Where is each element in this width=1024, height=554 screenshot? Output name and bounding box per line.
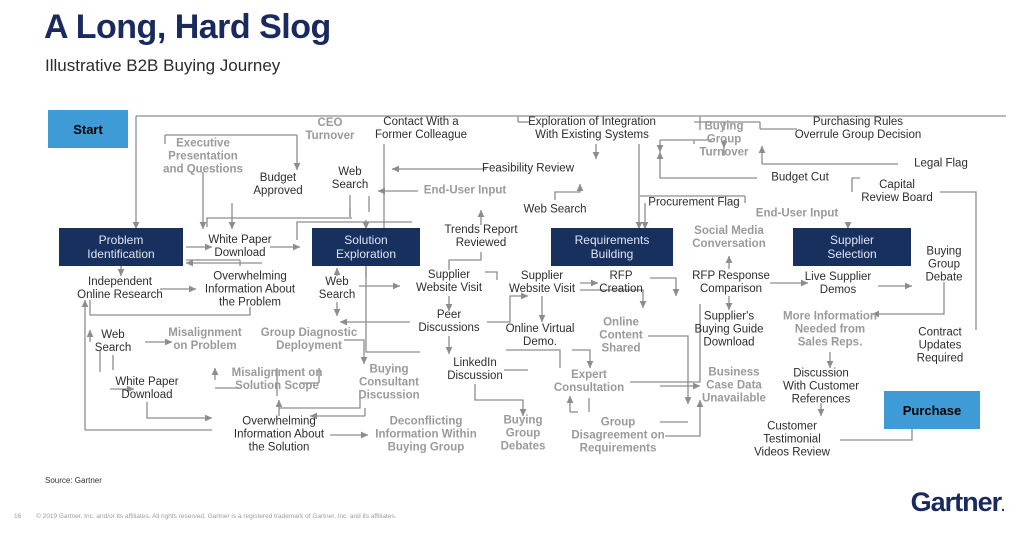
node-budget-approved: Budget Approved <box>253 172 303 197</box>
node-discussion-customer-references: Discussion With Customer References <box>782 367 860 406</box>
node-web-search-bottom-left: Web Search <box>94 329 132 354</box>
node-web-search-top: Web Search <box>331 166 369 191</box>
node-overwhelming-info-problem: Overwhelming Information About the Probl… <box>204 270 296 309</box>
node-ceo-turnover: CEO Turnover <box>305 117 355 142</box>
page-title: A Long, Hard Slog <box>44 8 331 46</box>
node-purchasing-rules-overrule: Purchasing Rules Overrule Group Decision <box>794 116 922 141</box>
page-subtitle: Illustrative B2B Buying Journey <box>45 56 281 75</box>
copyright-notice: © 2019 Gartner, Inc. and/or its affiliat… <box>36 513 397 520</box>
node-exploration-integration: Exploration of Integration With Existing… <box>528 116 656 141</box>
stage-problem-identification[interactable]: Problem Identification <box>59 228 183 266</box>
source-note: Source: Gartner <box>45 476 102 485</box>
node-end-user-input-right: End-User Input <box>755 207 839 220</box>
node-business-case-data-unavailable: Business Case Data Unavailable <box>702 366 766 405</box>
gartner-logo-text: Gartner <box>910 487 1003 517</box>
node-rfp-creation: RFP Creation <box>599 270 643 295</box>
node-buying-group-turnover: Buying Group Turnover <box>699 120 749 159</box>
node-feasibility-review: Feasibility Review <box>481 162 575 175</box>
node-online-virtual-demo: Online Virtual Demo. <box>505 323 575 348</box>
node-buying-consultant-discussion: Buying Consultant Discussion <box>358 363 420 402</box>
node-contract-updates-required: Contract Updates Required <box>916 326 964 365</box>
connector-lines <box>81 115 1006 441</box>
node-rfp-response-comparison: RFP Response Comparison <box>692 270 770 295</box>
node-web-search-se-left: Web Search <box>318 276 356 301</box>
node-legal-flag: Legal Flag <box>914 157 968 170</box>
gartner-logo: Gartner. <box>910 487 1005 518</box>
node-expert-consultation: Expert Consultation <box>553 369 625 394</box>
endpoint-start[interactable]: Start <box>48 110 128 148</box>
node-supplier-website-visit-2: Supplier Website Visit <box>508 270 576 295</box>
node-linkedin-discussion: LinkedIn Discussion <box>447 357 503 382</box>
node-contact-former-colleague: Contact With a Former Colleague <box>374 116 468 141</box>
node-independent-online-research: Independent Online Research <box>77 276 163 301</box>
node-buying-group-debate: Buying Group Debate <box>925 245 963 284</box>
node-executive-presentation: Executive Presentation and Questions <box>163 137 243 176</box>
node-misalignment-solution-scope: Misalignment on Solution Scope <box>231 367 323 392</box>
node-web-search-mid-top: Web Search <box>523 203 587 216</box>
node-group-disagreement-requirements: Group Disagreement on Requirements <box>571 416 665 455</box>
node-customer-testimonial-videos: Customer Testimonial Videos Review <box>754 420 830 459</box>
node-supplier-website-visit-1: Supplier Website Visit <box>415 269 483 294</box>
node-procurement-flag: Procurement Flag <box>648 196 740 209</box>
node-trends-report-reviewed: Trends Report Reviewed <box>444 224 518 249</box>
node-more-information-needed: More Information Needed from Sales Reps. <box>783 310 877 349</box>
node-online-content-shared: Online Content Shared <box>599 316 643 355</box>
journey-diagram: Start Purchase Problem Identification So… <box>0 100 1024 472</box>
endpoint-purchase[interactable]: Purchase <box>884 391 980 429</box>
stage-solution-exploration[interactable]: Solution Exploration <box>312 228 420 266</box>
node-buying-group-debates: Buying Group Debates <box>500 414 546 453</box>
node-misalignment-on-problem: Misalignment on Problem <box>168 327 242 352</box>
node-overwhelming-info-solution: Overwhelming Information About the Solut… <box>233 415 325 454</box>
node-budget-cut: Budget Cut <box>771 171 829 184</box>
stage-supplier-selection[interactable]: Supplier Selection <box>793 228 911 266</box>
stage-requirements-building[interactable]: Requirements Building <box>551 228 673 266</box>
node-deconflicting-information: Deconflicting Information Within Buying … <box>375 415 477 454</box>
node-group-diagnostic-deployment: Group Diagnostic Deployment <box>260 327 358 352</box>
node-live-supplier-demos: Live Supplier Demos <box>804 271 872 296</box>
page-number: 16 <box>14 513 22 520</box>
node-end-user-input-left: End-User Input <box>423 184 507 197</box>
node-white-paper-download-bottom: White Paper Download <box>115 376 179 401</box>
gartner-logo-dot: . <box>1001 498 1005 514</box>
node-capital-review-board: Capital Review Board <box>861 179 933 204</box>
node-peer-discussions: Peer Discussions <box>418 309 480 334</box>
node-social-media-conversation: Social Media Conversation <box>692 225 766 250</box>
node-suppliers-buying-guide: Supplier's Buying Guide Download <box>694 310 764 349</box>
node-white-paper-download-top: White Paper Download <box>208 234 272 259</box>
